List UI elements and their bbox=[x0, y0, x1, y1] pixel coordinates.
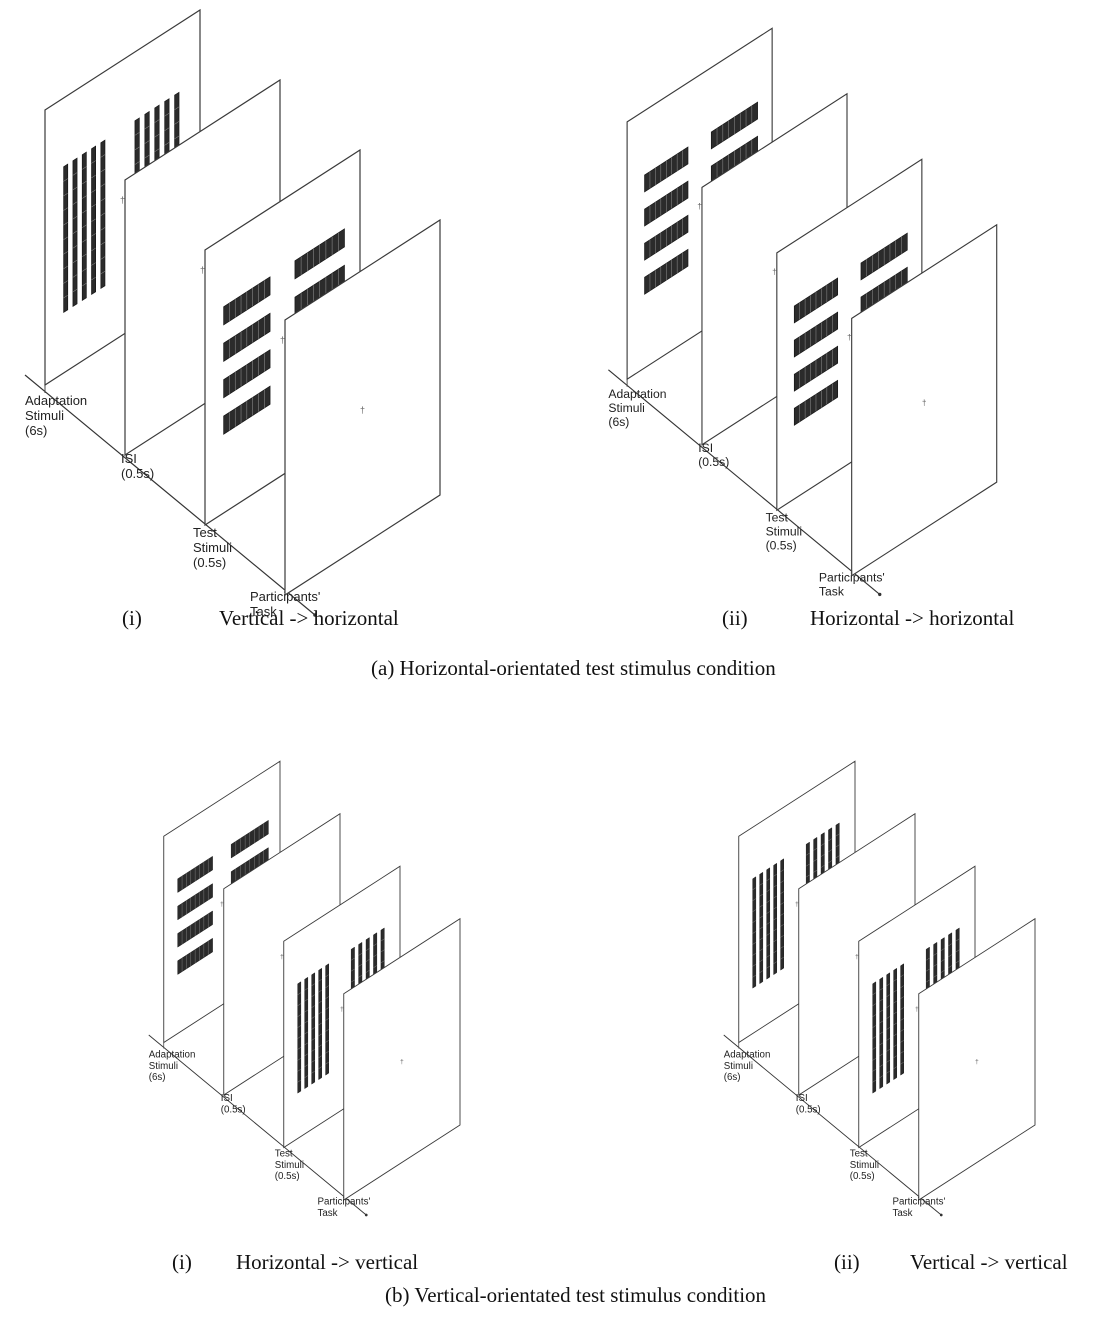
caption-b-ii-text: Vertical -> vertical bbox=[910, 1250, 1068, 1274]
task-frame: † bbox=[918, 917, 1036, 1201]
fixation-mark: † bbox=[340, 1006, 344, 1013]
isi-label: ISI(0.5s) bbox=[796, 1093, 821, 1115]
time-axis bbox=[148, 1034, 367, 1216]
fixation-mark: † bbox=[200, 265, 205, 275]
caption-a-i-number: (i) bbox=[122, 606, 142, 630]
caption-a-i-text: Vertical -> horizontal bbox=[219, 606, 399, 630]
fixation-mark: † bbox=[120, 195, 125, 205]
fixation-mark: † bbox=[795, 901, 799, 908]
time-axis-arrowhead bbox=[878, 592, 882, 597]
task-label: Participants'Task bbox=[318, 1197, 371, 1219]
time-axis-arrowhead bbox=[313, 613, 317, 617]
isi-label: ISI(0.5s) bbox=[698, 441, 729, 469]
isi-label: ISI(0.5s) bbox=[221, 1093, 246, 1115]
task-frame: † bbox=[851, 223, 998, 577]
fixation-mark: † bbox=[220, 901, 224, 908]
vertical-grating bbox=[297, 963, 329, 1094]
fixation-mark: † bbox=[697, 201, 702, 211]
horizontal-grating bbox=[793, 277, 839, 426]
fixation-mark: † bbox=[360, 405, 365, 415]
time-axis bbox=[24, 374, 316, 616]
fixation-mark: † bbox=[855, 954, 859, 961]
section-caption-a: (a) Horizontal-orientated test stimulus … bbox=[371, 656, 776, 680]
vertical-grating bbox=[63, 139, 106, 314]
time-axis-arrowhead bbox=[364, 1213, 368, 1217]
isi-label: ISI(0.5s) bbox=[121, 451, 154, 481]
fixation-mark: † bbox=[975, 1059, 979, 1066]
time-axis-arrowhead bbox=[939, 1213, 943, 1217]
task-frame: † bbox=[343, 917, 461, 1201]
vertical-grating bbox=[752, 858, 784, 989]
caption-a-ii-text: Horizontal -> horizontal bbox=[810, 606, 1015, 630]
fixation-mark: † bbox=[847, 332, 852, 342]
fixation-mark: † bbox=[400, 1059, 404, 1066]
horizontal-grating bbox=[644, 146, 689, 295]
task-label: Participants'Task bbox=[893, 1197, 946, 1219]
fixation-mark: † bbox=[280, 954, 284, 961]
caption-b-ii-number: (ii) bbox=[834, 1250, 860, 1274]
section-caption-b: (b) Vertical-orientated test stimulus co… bbox=[385, 1283, 767, 1307]
time-axis bbox=[723, 1034, 942, 1216]
task-frame: † bbox=[284, 218, 441, 597]
fixation-mark: † bbox=[772, 266, 777, 276]
horizontal-grating bbox=[177, 855, 213, 975]
caption-a-ii-number: (ii) bbox=[722, 606, 748, 630]
caption-b-i-number: (i) bbox=[172, 1250, 192, 1274]
fixation-mark: † bbox=[280, 335, 285, 345]
vertical-grating bbox=[872, 963, 904, 1094]
fixation-mark: † bbox=[922, 397, 927, 407]
time-axis bbox=[608, 369, 881, 595]
horizontal-grating bbox=[223, 276, 271, 435]
fixation-mark: † bbox=[915, 1006, 919, 1013]
task-label: Participants'Task bbox=[250, 589, 320, 619]
caption-b-i-text: Horizontal -> vertical bbox=[236, 1250, 419, 1274]
task-label: Participants'Task bbox=[819, 570, 885, 598]
